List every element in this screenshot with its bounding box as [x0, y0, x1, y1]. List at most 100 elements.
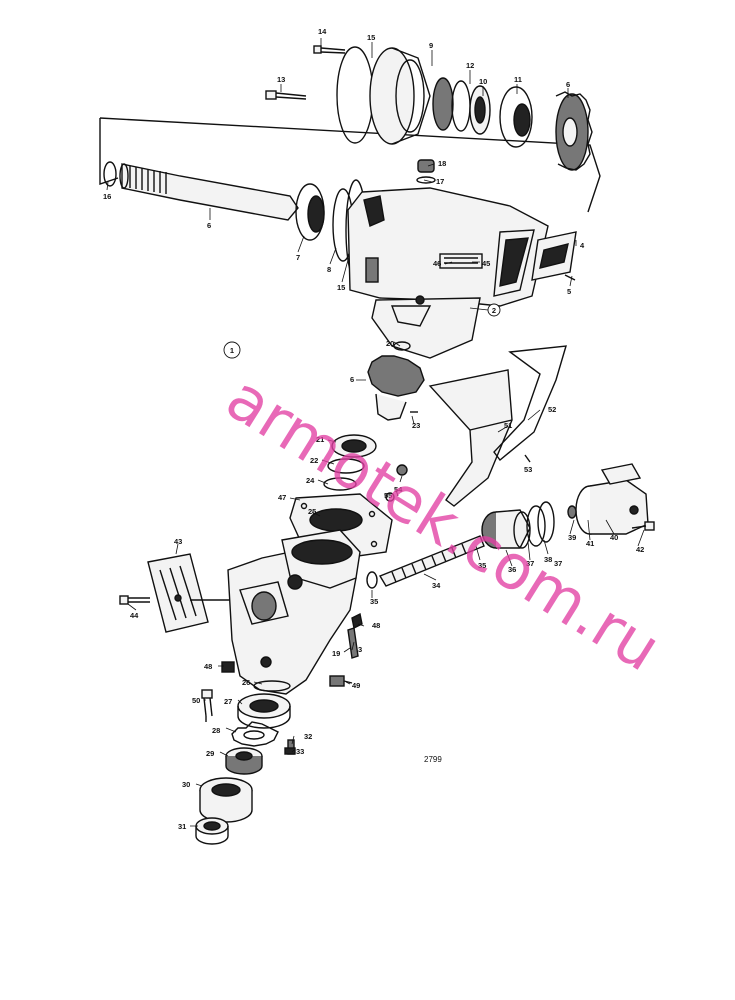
callout-53: 53: [524, 465, 532, 474]
callout-30: 30: [182, 780, 190, 789]
callout-6-shaft: 6: [207, 221, 211, 230]
bolt-50: [201, 689, 213, 722]
callout-46: 46: [433, 259, 441, 268]
callout-26: 26: [242, 678, 250, 687]
callout-55: 55: [384, 491, 392, 500]
seal-31: [195, 817, 229, 845]
callout-28: 28: [212, 726, 220, 735]
callout-49: 49: [352, 681, 360, 690]
callout-14: 14: [318, 27, 327, 36]
group-marker-2: 2: [487, 303, 501, 317]
upper-bearing-housing: [336, 46, 533, 148]
lock-washer-28: [231, 721, 279, 747]
callout-20: 20: [386, 339, 394, 348]
bearing-27: [237, 693, 291, 729]
callout-12: 12: [466, 61, 474, 70]
cover-plate-43: [147, 553, 209, 633]
callout-27: 27: [224, 697, 232, 706]
callout-31: 31: [178, 822, 186, 831]
callout-6: 6: [566, 80, 570, 89]
callout-48-left: 48: [204, 662, 212, 671]
bearing-30: [199, 777, 253, 823]
callout-51: 51: [504, 421, 512, 430]
callout-10: 10: [479, 77, 487, 86]
nut-29: [225, 747, 263, 775]
callout-38: 38: [544, 555, 552, 564]
callout-40: 40: [610, 533, 618, 542]
end-cover-40: [567, 463, 649, 535]
nut-49: [329, 675, 353, 687]
callout-41: 41: [586, 539, 594, 548]
ring-22: [327, 458, 365, 474]
callout-19: 19: [332, 649, 340, 658]
callout-35: 35: [478, 561, 486, 570]
leader-lines: [106, 38, 645, 827]
callout-34: 34: [432, 581, 441, 590]
group-marker-1-label: 1: [230, 346, 234, 355]
callout-50: 50: [192, 696, 200, 705]
bevel-gear-upper: [555, 91, 593, 171]
callout-13: 13: [277, 75, 285, 84]
bolt-42: [631, 521, 655, 531]
callout-33: 33: [296, 747, 304, 756]
bevel-pinion-lower: [367, 341, 425, 421]
callout-47: 47: [278, 493, 286, 502]
callout-45: 45: [482, 259, 490, 268]
side-plate-52: [493, 345, 567, 463]
callout-23: 23: [412, 421, 420, 430]
callout-48: 48: [372, 621, 380, 630]
side-plate-51: [428, 369, 513, 507]
shift-spring-34: [366, 535, 485, 589]
intermediate-housing: [347, 187, 549, 359]
stud-3: [347, 612, 363, 659]
bolt-48-left: [221, 661, 235, 673]
callout-9: 9: [429, 41, 433, 50]
callout-22: 22: [310, 456, 318, 465]
callout-11: 11: [514, 75, 522, 84]
decal-plate-4: [531, 231, 577, 281]
callout-37: 37: [526, 559, 534, 568]
drawing-number: 2799: [424, 755, 442, 764]
shaft-group-bracket: [99, 117, 601, 213]
callout-24: 24: [306, 476, 315, 485]
callout-6-pinion: 6: [350, 375, 354, 384]
callout-7: 7: [296, 253, 300, 262]
callout-18: 18: [438, 159, 446, 168]
callout-39: 39: [568, 533, 576, 542]
callout-42: 42: [636, 545, 644, 554]
nut-54: [385, 464, 408, 502]
bearing-21: [331, 434, 377, 458]
group-marker-2-label: 2: [492, 306, 496, 315]
callout-32: 32: [304, 732, 312, 741]
callout-16: 16: [103, 192, 111, 201]
callout-8: 8: [327, 265, 331, 274]
group-marker-1: 1: [223, 341, 241, 359]
oil-plug-18: [416, 159, 436, 184]
callout-17: 17: [436, 177, 444, 186]
bolt-44: [119, 595, 230, 605]
ring-24: [323, 477, 357, 491]
callout-37-b: 37: [554, 559, 562, 568]
callout-36: 36: [508, 565, 516, 574]
callout-29: 29: [206, 749, 214, 758]
callout-labels: 14 15 9 12 10 11 6 13 18 17 16 6 7 8 15 …: [103, 27, 644, 831]
callout-21: 21: [316, 435, 324, 444]
callout-43: 43: [174, 537, 182, 546]
callout-3: 3: [358, 645, 362, 654]
callout-35-b: 35: [370, 597, 378, 606]
bolt-14: [313, 45, 346, 54]
callout-15-lower: 15: [337, 283, 345, 292]
ring-26: [253, 680, 291, 692]
callout-54: 54: [394, 485, 403, 494]
callout-4: 4: [580, 241, 585, 250]
callout-52: 52: [548, 405, 556, 414]
callout-44: 44: [130, 611, 139, 620]
callout-15: 15: [367, 33, 375, 42]
bolt-13: [265, 90, 307, 100]
bolt-32-33: [284, 739, 296, 755]
callout-25: 25: [308, 507, 316, 516]
lower-gear-housing: [227, 529, 361, 695]
callout-5: 5: [567, 287, 571, 296]
drive-shaft: [103, 161, 367, 281]
